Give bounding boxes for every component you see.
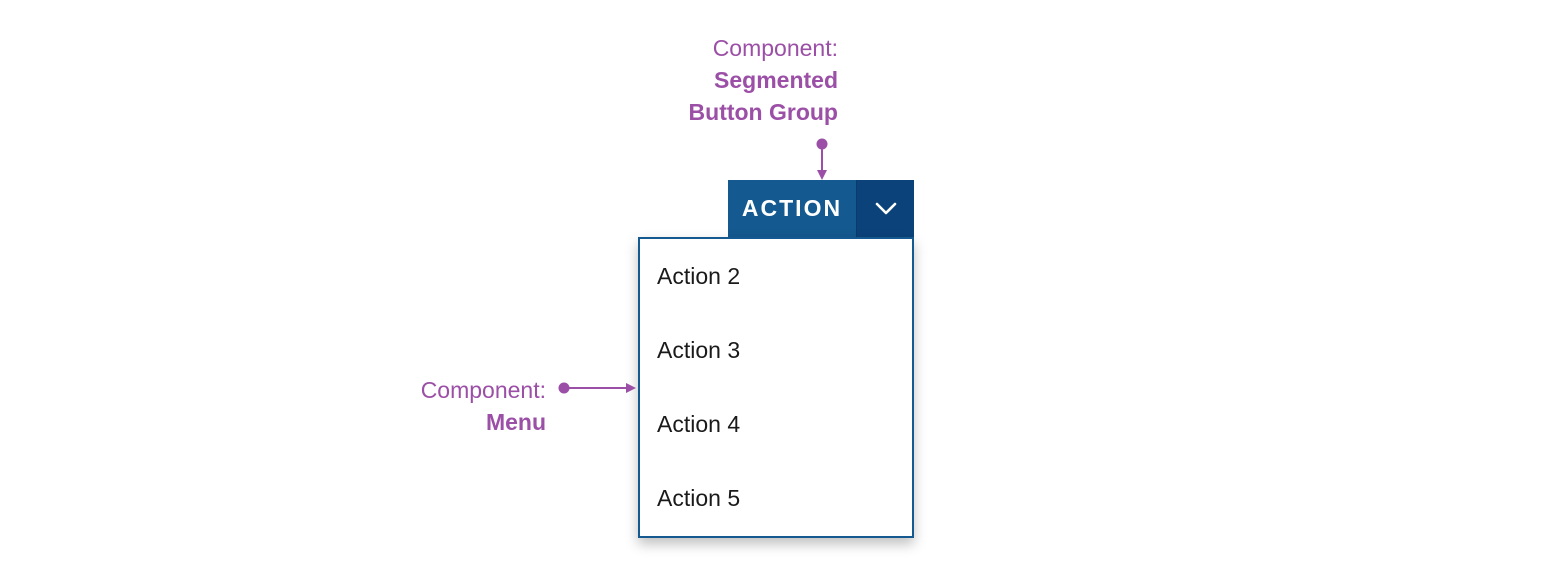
menu-item-action-2[interactable]: Action 2: [657, 262, 741, 289]
connector-arrowhead: [817, 170, 827, 180]
connector-arrowhead: [626, 383, 636, 393]
chevron-down-icon: [875, 202, 896, 214]
menu-item-action-3[interactable]: Action 3: [657, 336, 741, 363]
annotation-segmented-button-group: Component: Segmented Button Group: [578, 32, 838, 128]
annotation-prefix: Component:: [712, 35, 838, 61]
annotation-name-line1: Segmented: [714, 67, 838, 93]
segmented-button-group: ACTION: [728, 180, 914, 237]
annotation-name-line2: Button Group: [688, 99, 838, 125]
annotation-prefix: Component:: [420, 377, 546, 403]
dropdown-menu: Action 2 Action 3 Action 4 Action 5: [638, 237, 914, 538]
dropdown-toggle-button[interactable]: [856, 180, 914, 237]
menu-item-action-5[interactable]: Action 5: [657, 484, 741, 511]
annotation-menu: Component: Menu: [326, 374, 546, 438]
action-button[interactable]: ACTION: [728, 180, 856, 237]
annotation-connector-top: [816, 138, 828, 180]
menu-item-action-4[interactable]: Action 4: [657, 410, 741, 437]
annotation-name: Menu: [485, 409, 546, 435]
annotation-connector-left: [558, 382, 636, 394]
